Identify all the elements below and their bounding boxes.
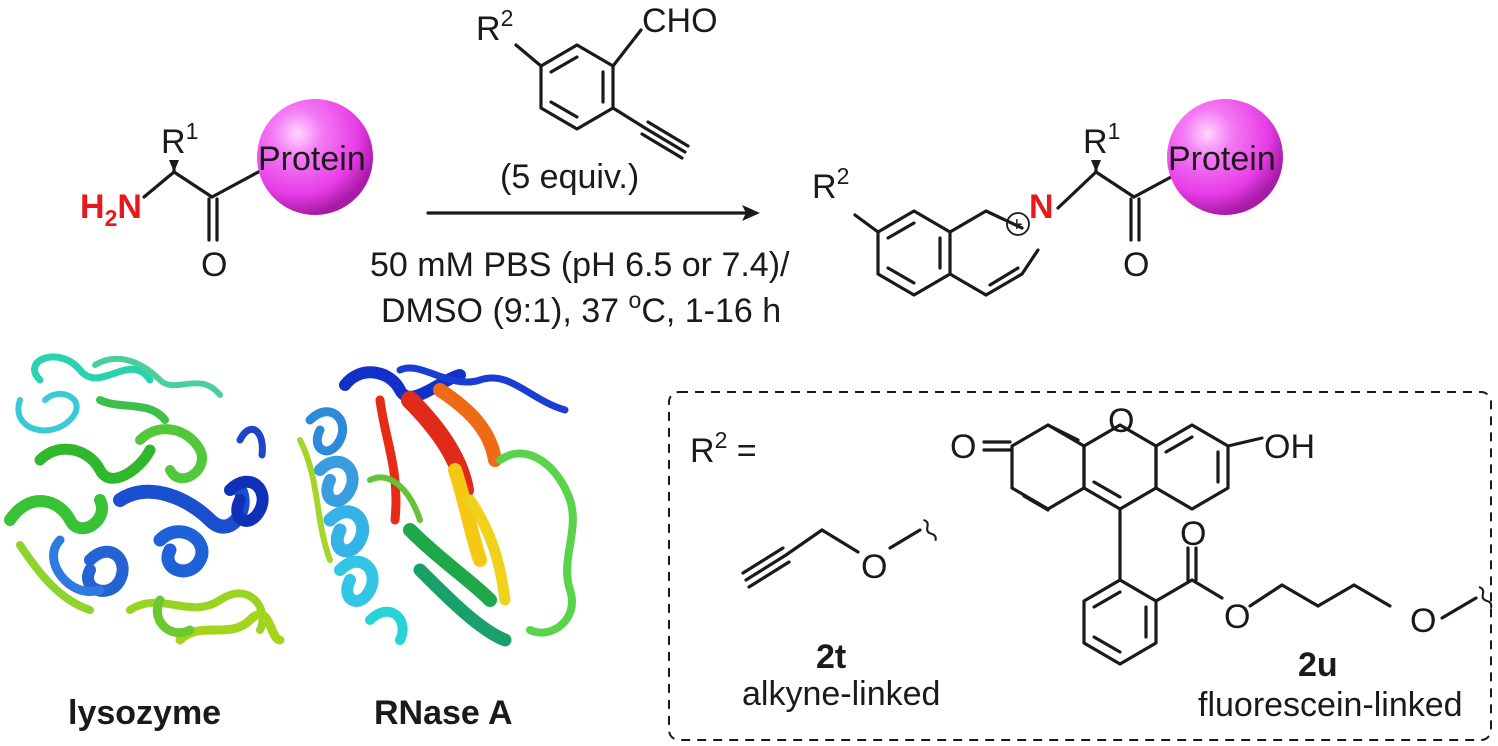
fluorescein-substituent-structure: O O OH O O O [950, 402, 1493, 666]
product-oxygen-label: O [1123, 246, 1149, 284]
reactant-oxygen-label: O [201, 246, 227, 284]
reagent-equiv: (5 equiv.) [500, 158, 639, 196]
reaction-conditions-line1: 50 mM PBS (pH 6.5 or 7.4)/ [370, 246, 790, 284]
reactant-r1-label: R1 [161, 118, 198, 161]
reactant-structure: R1 H2N O Protein [80, 99, 373, 284]
rnase-a-structure-image [297, 364, 577, 647]
alkyne-substituent-structure: O [741, 518, 937, 589]
reaction-arrowhead [742, 205, 760, 221]
rnase-a-label: RNase A [374, 694, 513, 732]
ether-oxygen: O [1410, 602, 1436, 640]
reagent-aldehyde-label: CHO [642, 2, 718, 40]
fluorescein-ketone-oxygen: O [950, 428, 976, 466]
r2-substituent-box [668, 391, 1492, 741]
ester-oxygen: O [1224, 598, 1250, 636]
wavy-bond [923, 518, 937, 541]
r2-definition-label: R2 = [690, 427, 757, 470]
product-protein-label: Protein [1168, 140, 1276, 178]
alkyne-compound-desc: alkyne-linked [742, 675, 940, 713]
ester-carbonyl-oxygen: O [1180, 515, 1206, 553]
fluorescein-compound-desc: fluorescein-linked [1198, 686, 1463, 724]
alkyne-oxygen-label: O [861, 548, 887, 586]
alkyne-compound-id: 2t [816, 638, 846, 676]
reagent-structure: R2 CHO [476, 2, 718, 160]
product-protein-sphere [1167, 99, 1283, 215]
positive-charge: + [1011, 214, 1023, 236]
product-r1-label: R1 [1083, 118, 1120, 161]
product-n-label: N [1029, 188, 1054, 226]
reagent-r2-label: R2 [476, 5, 513, 48]
fluorescein-hydroxyl: OH [1264, 428, 1315, 466]
reactant-protein-label: Protein [258, 140, 366, 178]
wavy-bond [1478, 586, 1493, 609]
positive-charge-circle [1006, 212, 1030, 236]
lysozyme-structure-image [4, 353, 285, 645]
reaction-conditions-line2: DMSO (9:1), 37 oC, 1-16 h [381, 287, 781, 330]
lysozyme-label: lysozyme [68, 694, 221, 732]
product-structure: R2 N + R1 O Protein [812, 99, 1283, 297]
protein-sphere [257, 99, 373, 215]
reactant-amine-label: H2N [80, 188, 142, 231]
product-r2-label: R2 [812, 163, 849, 206]
fluorescein-compound-id: 2u [1298, 646, 1338, 684]
fluorescein-ring-oxygen: O [1108, 402, 1134, 440]
